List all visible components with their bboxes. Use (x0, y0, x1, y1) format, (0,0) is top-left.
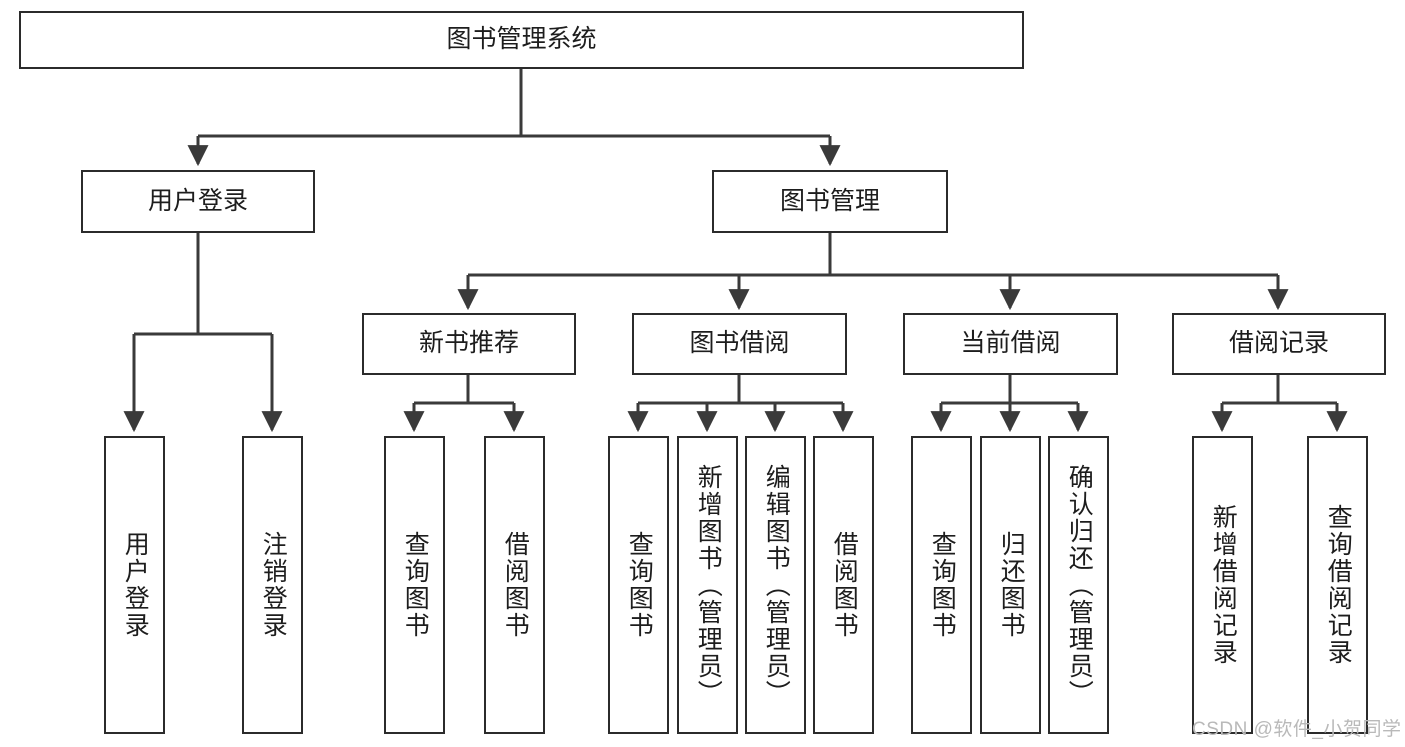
node-leaf-query-book-3[interactable]: 查询图书 (911, 436, 972, 734)
node-root-label: 图书管理系统 (446, 25, 597, 54)
node-leaf-add-book[interactable]: 新增图书（管理员） (677, 436, 738, 734)
node-root[interactable]: 图书管理系统 (19, 11, 1024, 69)
node-book-manage-label: 图书管理 (779, 186, 880, 215)
node-leaf-edit-book[interactable]: 编辑图书（管理员） (745, 436, 806, 734)
node-borrow-record[interactable]: 借阅记录 (1172, 313, 1386, 375)
node-leaf-query-book-1[interactable]: 查询图书 (384, 436, 445, 734)
node-book-manage[interactable]: 图书管理 (712, 170, 948, 233)
node-leaf-user-login-label: 用户登录 (121, 531, 150, 639)
node-leaf-edit-book-label: 编辑图书（管理员） (762, 463, 791, 707)
node-user-login[interactable]: 用户登录 (81, 170, 315, 233)
node-leaf-query-book-3-label: 查询图书 (928, 531, 957, 639)
node-leaf-borrow-book-2[interactable]: 借阅图书 (813, 436, 874, 734)
node-new-book-rec[interactable]: 新书推荐 (362, 313, 576, 375)
node-leaf-query-book-2[interactable]: 查询图书 (608, 436, 669, 734)
node-book-borrow-label: 图书借阅 (689, 329, 790, 358)
node-leaf-borrow-book-2-label: 借阅图书 (830, 531, 859, 639)
node-user-login-label: 用户登录 (147, 186, 248, 215)
node-current-borrow-label: 当前借阅 (960, 329, 1061, 358)
node-leaf-add-record-label: 新增借阅记录 (1209, 504, 1238, 666)
node-leaf-return-book-label: 归还图书 (997, 531, 1026, 639)
node-leaf-confirm-return-label: 确认归还（管理员） (1065, 463, 1094, 707)
node-leaf-add-book-label: 新增图书（管理员） (694, 463, 723, 707)
node-leaf-query-book-2-label: 查询图书 (625, 531, 654, 639)
node-leaf-query-book-1-label: 查询图书 (401, 531, 430, 639)
node-borrow-record-label: 借阅记录 (1228, 329, 1329, 358)
node-book-borrow[interactable]: 图书借阅 (632, 313, 847, 375)
node-leaf-user-logout-label: 注销登录 (259, 531, 288, 639)
node-new-book-rec-label: 新书推荐 (418, 329, 519, 358)
node-leaf-user-logout[interactable]: 注销登录 (242, 436, 303, 734)
node-leaf-user-login[interactable]: 用户登录 (104, 436, 165, 734)
node-leaf-add-record[interactable]: 新增借阅记录 (1192, 436, 1253, 734)
node-leaf-query-record[interactable]: 查询借阅记录 (1307, 436, 1368, 734)
node-leaf-confirm-return[interactable]: 确认归还（管理员） (1048, 436, 1109, 734)
node-leaf-query-record-label: 查询借阅记录 (1324, 504, 1353, 666)
node-current-borrow[interactable]: 当前借阅 (903, 313, 1118, 375)
node-leaf-borrow-book-1-label: 借阅图书 (501, 531, 530, 639)
node-leaf-borrow-book-1[interactable]: 借阅图书 (484, 436, 545, 734)
node-leaf-return-book[interactable]: 归还图书 (980, 436, 1041, 734)
